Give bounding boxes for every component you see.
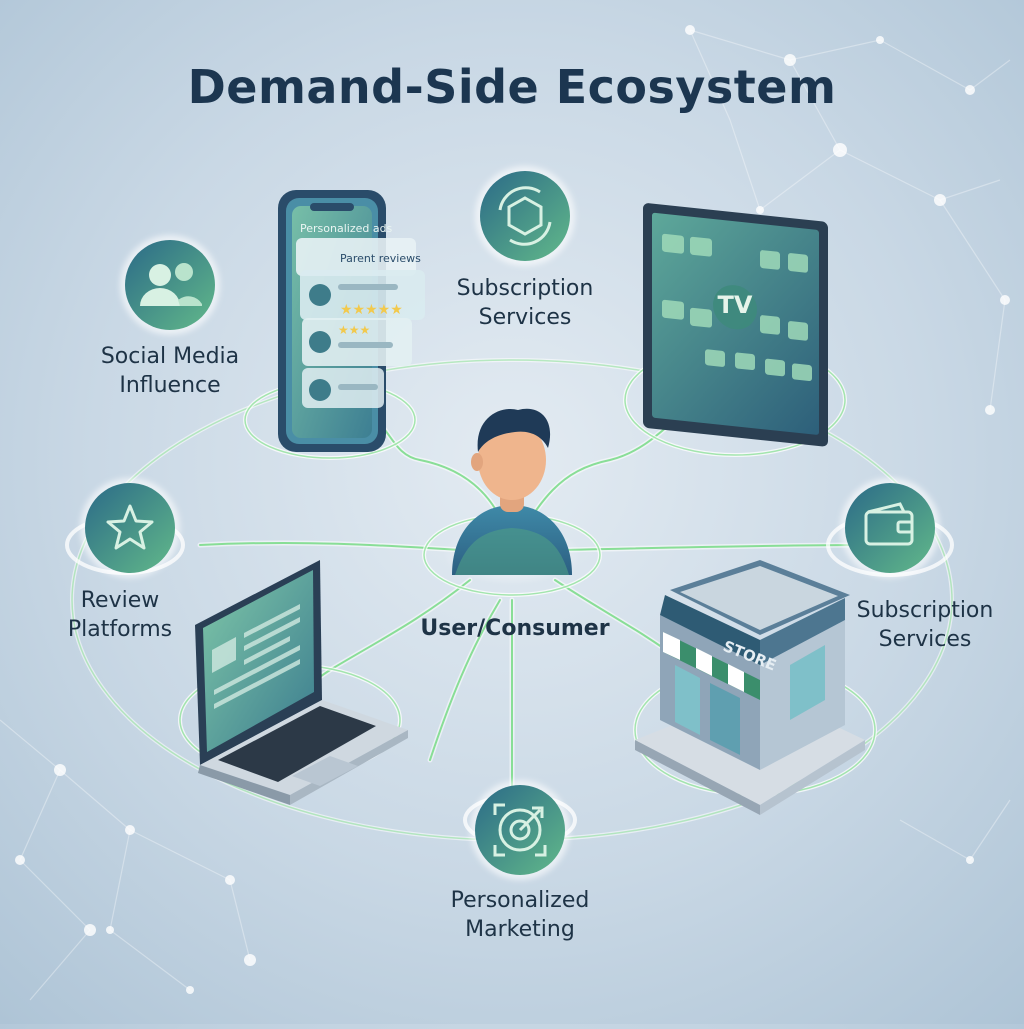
center-label-user-consumer: User/Consumer bbox=[420, 616, 610, 641]
node-label-line: Social Media bbox=[100, 344, 240, 369]
users-icon bbox=[120, 235, 220, 335]
phone-review-card: ★★★★★ ★★★ bbox=[296, 238, 425, 408]
node-label-line: Services bbox=[878, 627, 972, 652]
node-label-social-media: Social Media Influence bbox=[75, 342, 265, 400]
background-nodes bbox=[15, 25, 1010, 994]
node-label-line: Marketing bbox=[465, 917, 575, 942]
store-illustration: STORE bbox=[635, 560, 865, 815]
node-label-personalized-marketing: Personalized Marketing bbox=[420, 886, 620, 944]
refresh-cycle-icon bbox=[475, 166, 575, 266]
smart-tv-illustration: TV bbox=[643, 203, 828, 447]
node-label-line: Platforms bbox=[67, 617, 173, 642]
svg-text:★★★: ★★★ bbox=[338, 323, 370, 337]
svg-text:★★★★★: ★★★★★ bbox=[340, 302, 403, 318]
phone-card-title: Parent reviews bbox=[340, 252, 421, 265]
node-label-line: Personalized bbox=[450, 888, 590, 913]
node-label-review-platforms: Review Platforms bbox=[30, 586, 210, 644]
smartphone-illustration: ★★★★★ ★★★ Personalized ads Parent review… bbox=[278, 190, 425, 452]
wallet-icon bbox=[840, 478, 940, 578]
node-label-line: Influence bbox=[119, 373, 221, 398]
node-label-subscription-top: Subscription Services bbox=[430, 274, 620, 332]
laptop-illustration bbox=[195, 560, 408, 805]
phone-header-text: Personalized ads bbox=[300, 222, 393, 235]
star-icon bbox=[80, 478, 180, 578]
node-label-subscription-right: Subscription Services bbox=[830, 596, 1020, 654]
node-label-line: Review bbox=[80, 588, 160, 613]
tv-badge: TV bbox=[718, 291, 753, 319]
user-avatar bbox=[442, 408, 582, 585]
node-label-line: Services bbox=[478, 305, 572, 330]
store-awning bbox=[663, 632, 760, 700]
target-icon bbox=[470, 780, 570, 880]
node-label-line: Subscription bbox=[456, 276, 594, 301]
node-label-line: Subscription bbox=[856, 598, 994, 623]
diagram-title: Demand-Side Ecosystem bbox=[187, 60, 837, 114]
